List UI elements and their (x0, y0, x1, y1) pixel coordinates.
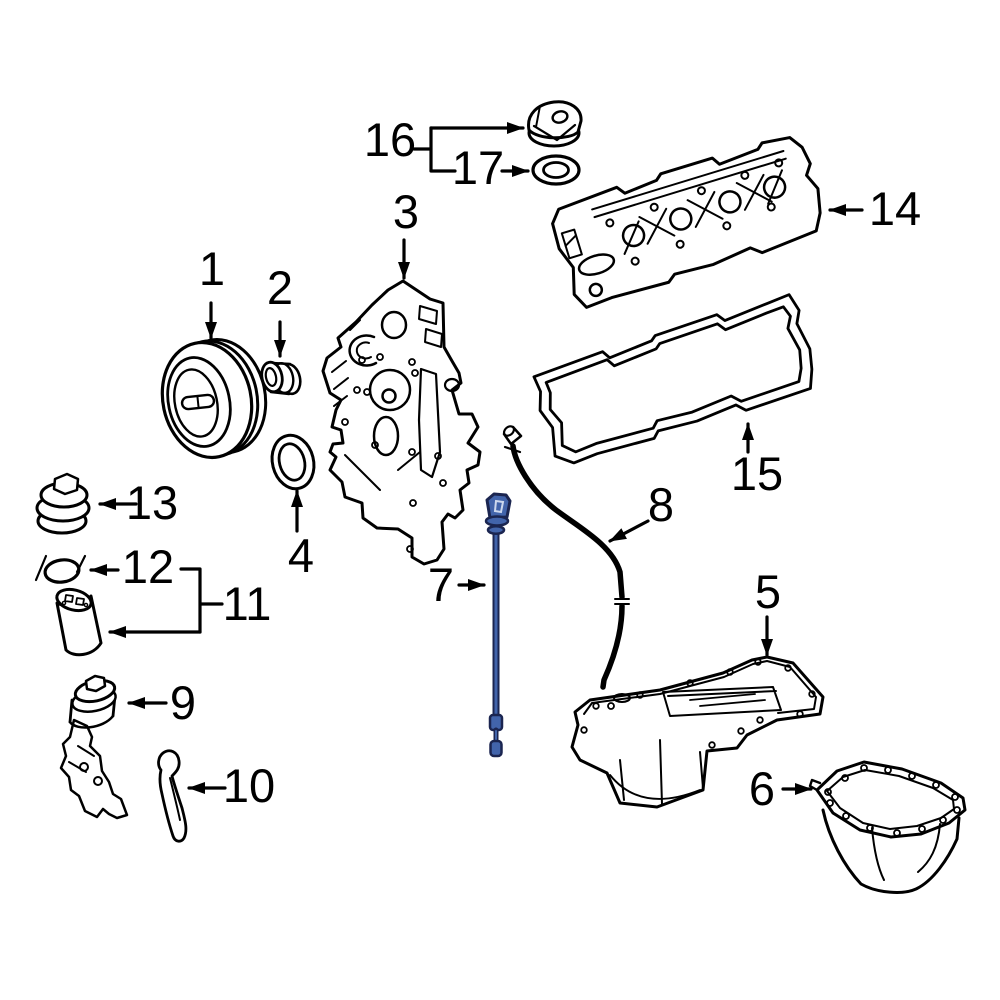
part-oil-filler-cap (527, 100, 583, 148)
part-dipstick-tube (502, 425, 630, 690)
callout-6-label: 6 (749, 762, 775, 815)
callout-3: 3 (393, 185, 419, 280)
callout-5: 5 (755, 565, 781, 657)
part-front-seal (270, 433, 316, 491)
callout-7-label: 7 (428, 558, 454, 611)
callout-9: 9 (127, 676, 196, 729)
valve-cover-bolts (605, 158, 784, 266)
callout-14-label: 14 (869, 182, 921, 235)
callout-13: 13 (98, 476, 178, 529)
part-dipstick (484, 492, 512, 758)
part-oil-filter-element (55, 587, 103, 657)
callout-8: 8 (608, 478, 674, 543)
callout-8-label: 8 (648, 478, 674, 531)
callout-8-arrow (608, 519, 650, 543)
part-filler-cap-gasket (531, 154, 581, 186)
callout-16: 16 (364, 113, 525, 173)
callout-4: 4 (288, 489, 314, 582)
part-oil-filter-cap (35, 472, 91, 535)
part-oil-pan (570, 655, 825, 809)
callout-1: 1 (199, 242, 225, 340)
callout-13-label: 13 (126, 476, 178, 529)
callout-10-label: 10 (223, 759, 275, 812)
callout-9-label: 9 (170, 676, 196, 729)
callout-2: 2 (267, 261, 293, 358)
part-crankshaft-pulley (160, 338, 268, 460)
callout-11-label: 11 (223, 577, 272, 630)
part-housing-gasket (157, 749, 188, 843)
callout-12-label: 12 (122, 540, 174, 593)
callout-4-label: 4 (288, 529, 314, 582)
callout-16-bracket (412, 126, 457, 173)
callout-1-label: 1 (199, 242, 225, 295)
callout-14: 14 (828, 182, 921, 235)
callout-17-label: 17 (452, 141, 504, 194)
callout-11: 11 (108, 567, 272, 638)
callout-16-label: 16 (364, 113, 416, 166)
callout-7: 7 (428, 558, 486, 611)
callout-12: 12 (89, 540, 174, 593)
callout-17: 17 (452, 141, 530, 194)
timing-cover-bolts (341, 353, 447, 553)
part-valve-cover (551, 136, 822, 309)
callouts: 1 2 3 4 5 6 7 8 (89, 113, 921, 815)
callout-6: 6 (749, 762, 813, 815)
oil-pan-bolts (580, 658, 816, 749)
callout-10: 10 (187, 759, 275, 812)
callout-15-label: 15 (731, 447, 783, 500)
part-filter-o-ring (34, 554, 87, 584)
lower-pan-bolts (824, 764, 961, 837)
callout-11-bracket (179, 567, 224, 634)
callout-2-label: 2 (267, 261, 293, 314)
part-lower-oil-pan (808, 760, 967, 894)
part-valve-cover-gasket (532, 293, 814, 465)
part-timing-cover (321, 279, 482, 566)
callout-3-label: 3 (393, 185, 419, 238)
part-crankshaft-bushing (260, 360, 302, 396)
callout-15: 15 (731, 422, 783, 500)
callout-5-label: 5 (755, 565, 781, 618)
part-oil-filter-housing (59, 674, 129, 820)
